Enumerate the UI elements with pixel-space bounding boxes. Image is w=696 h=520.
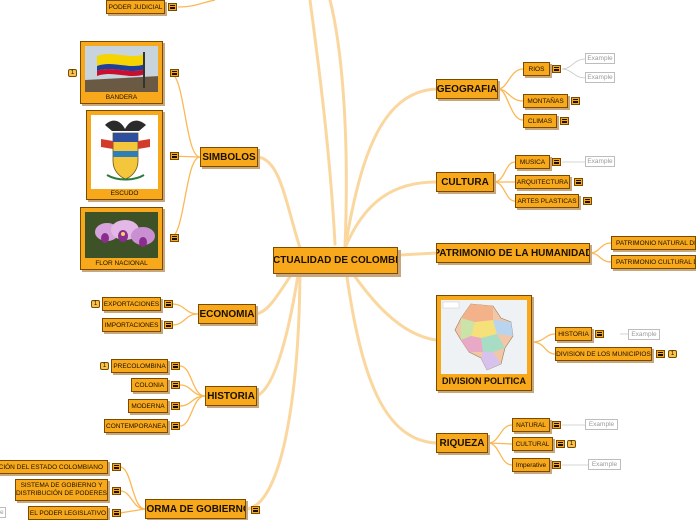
flor-nacional-label: FLOR NACIONAL [95,260,148,267]
note-icon[interactable] [168,3,177,11]
topic-historia[interactable]: HISTORIA [205,386,257,406]
subtopic-moderna[interactable]: MODERNA [128,399,168,413]
simbolo-escudo[interactable]: ESCUDO [86,110,163,200]
example-box[interactable]: Example [0,507,6,518]
note-icon[interactable] [552,158,561,166]
note-icon[interactable] [112,463,121,471]
subtopic-historia-division[interactable]: HISTORIA [555,327,592,341]
note-icon[interactable] [251,506,260,514]
leaf-poder-judicial[interactable]: PODER JUDICIAL [106,0,165,14]
topic-economia[interactable]: ECONOMIA [198,304,256,324]
example-box[interactable]: Example [585,419,618,430]
subtopic-sistema-gobierno[interactable]: SISTEMA DE GOBIERNO Y DISTRIBUCIÓN DE PO… [15,479,108,501]
subtopic-patrimonio-natural[interactable]: PATRIMONIO NATURAL DE LA [611,236,696,250]
topic-cultura[interactable]: CULTURA [436,172,494,192]
count-badge[interactable]: 1 [567,440,576,448]
simbolo-flor-nacional[interactable]: FLOR NACIONAL [80,207,163,270]
colombia-map-image [441,300,527,374]
note-icon[interactable] [164,300,173,308]
subtopic-division-municipios[interactable]: DIVISION DE LOS MUNICIPIOS [555,347,652,361]
count-badge[interactable]: 1 [100,362,109,370]
note-icon[interactable] [171,422,180,430]
simbolo-bandera[interactable]: BANDERA [80,41,163,104]
subtopic-precolombina[interactable]: PRECOLOMBINA [111,359,168,373]
subtopic-imperative[interactable]: Imperative [512,458,550,472]
note-icon[interactable] [171,381,180,389]
note-icon[interactable] [552,461,561,469]
subtopic-colonia[interactable]: COLONIA [131,378,168,392]
note-icon[interactable] [552,421,561,429]
subtopic-arquitectura[interactable]: ARQUITECTURA [515,175,570,189]
subtopic-poder-legislativo[interactable]: EL PODER LEGISLATIVO [28,506,108,520]
subtopic-contemporanea[interactable]: CONTEMPORANEA [104,419,168,433]
note-icon[interactable] [164,321,173,329]
example-box[interactable]: Example [585,156,615,167]
count-badge[interactable]: 1 [91,300,100,308]
escudo-label: ESCUDO [110,190,139,197]
orchid-image [85,212,158,258]
note-icon[interactable] [171,362,180,370]
topic-division-politica[interactable]: DIVISION POLITICA [436,295,532,391]
topic-forma-de-gobierno[interactable]: FORMA DE GOBIERNO [145,499,246,519]
note-icon[interactable] [574,178,583,186]
subtopic-organizacion-estado[interactable]: ZACIÓN DEL ESTADO COLOMBIANO [0,460,108,474]
coat-of-arms-image [91,115,158,189]
topic-geografia[interactable]: GEOGRAFIA [436,79,498,99]
subtopic-exportaciones[interactable]: EXPORTACIONES [102,297,161,311]
subtopic-musica[interactable]: MUSICA [515,155,550,169]
example-box[interactable]: Example [585,72,615,83]
example-box[interactable]: Example [585,53,615,64]
division-politica-label: DIVISION POLITICA [441,376,526,386]
subtopic-natural[interactable]: NATURAL [512,418,550,432]
subtopic-montanas[interactable]: MONTAÑAS [523,94,568,108]
note-icon[interactable] [112,487,121,495]
note-icon[interactable] [560,117,569,125]
topic-simbolos[interactable]: SIMBOLOS [200,147,258,167]
topic-patrimonio[interactable]: PATRIMONIO DE LA HUMANIDAD [436,243,590,263]
subtopic-importaciones[interactable]: IMPORTACIONES [102,318,161,332]
count-badge[interactable]: 1 [68,69,77,77]
note-icon[interactable] [170,69,179,77]
example-box[interactable]: Example [628,329,660,340]
count-badge[interactable]: 1 [668,350,677,358]
subtopic-climas[interactable]: CLIMAS [523,114,557,128]
subtopic-rios[interactable]: RIOS [523,62,550,76]
note-icon[interactable] [170,234,179,242]
subtopic-artes-plasticas[interactable]: ARTES PLASTICAS [515,194,579,208]
note-icon[interactable] [171,402,180,410]
bandera-label: BANDERA [105,94,138,101]
note-icon[interactable] [571,97,580,105]
note-icon[interactable] [556,440,565,448]
example-box[interactable]: Example [588,459,621,470]
subtopic-cultural[interactable]: CULTURAL [512,437,553,451]
flag-image [85,46,158,92]
note-icon[interactable] [112,509,121,517]
note-icon[interactable] [552,65,561,73]
subtopic-patrimonio-cultural[interactable]: PATRIMONIO CULTURAL DE [611,255,696,269]
note-icon[interactable] [170,152,179,160]
note-icon[interactable] [583,197,592,205]
central-topic[interactable]: ACTUALIDAD DE COLOMBIA [273,247,398,274]
note-icon[interactable] [656,350,665,358]
topic-riqueza[interactable]: RIQUEZA [436,433,488,453]
note-icon[interactable] [595,330,604,338]
